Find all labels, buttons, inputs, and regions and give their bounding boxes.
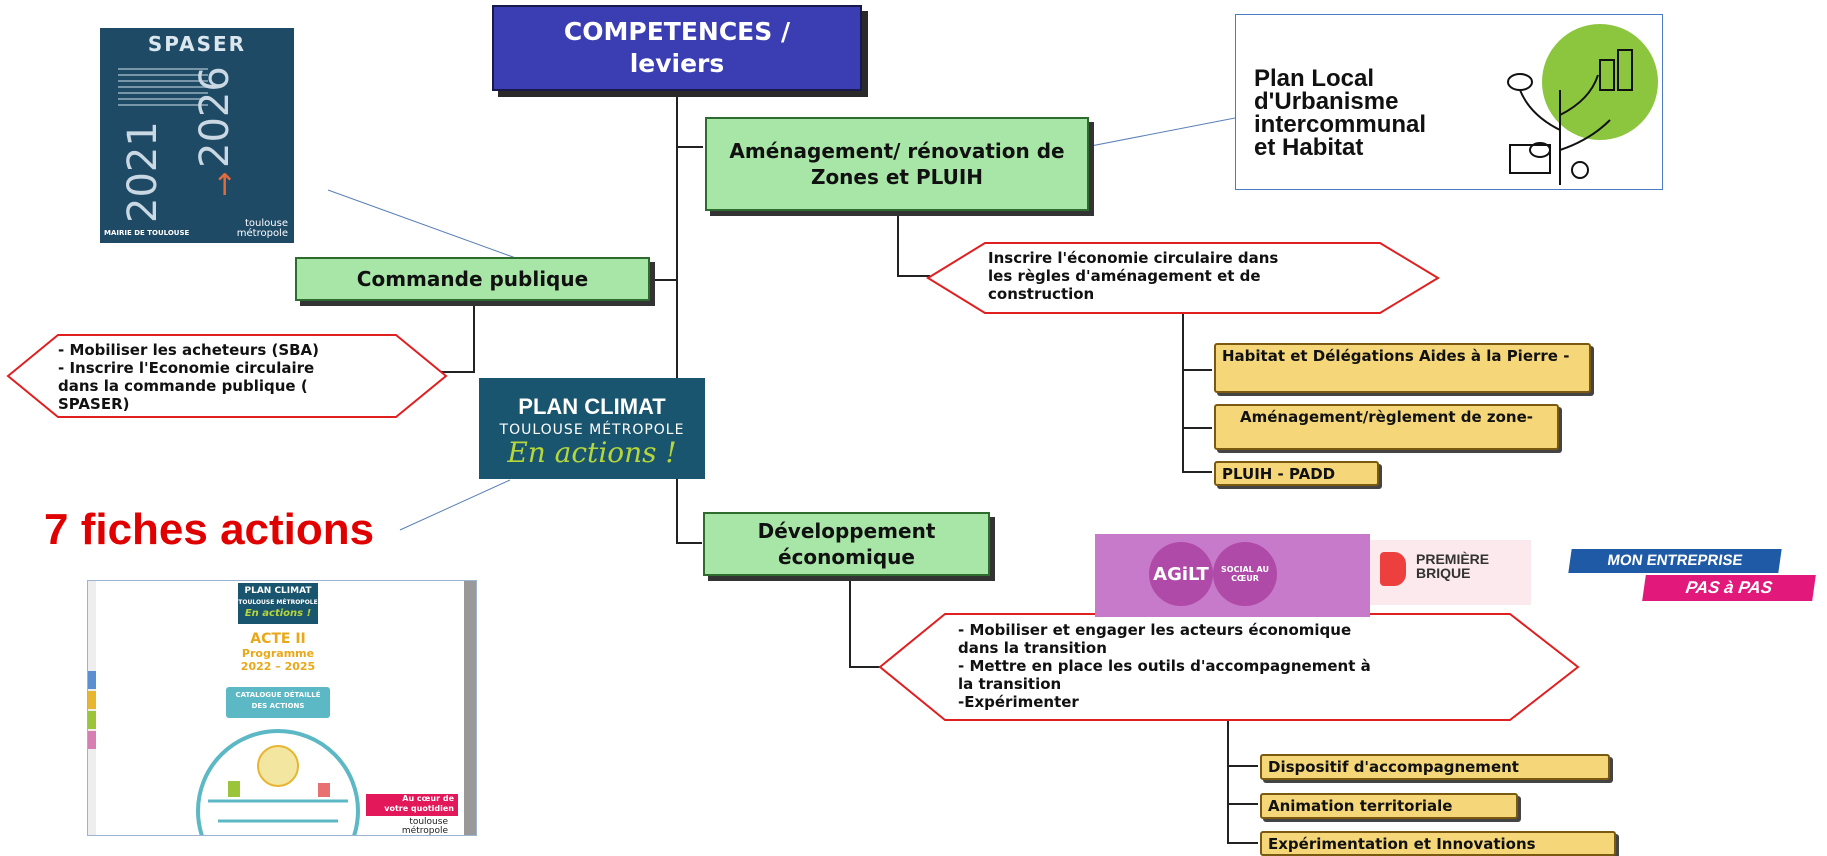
leaf-label: PLUIH - PADD xyxy=(1222,465,1336,483)
catalog-tag: Au cœur de votre quotidien xyxy=(366,794,458,816)
premiere-text: PREMIÈRE BRIQUE xyxy=(1416,552,1489,580)
leaf-label: Dispositif d'accompagnement xyxy=(1268,758,1519,776)
catalog-top2: TOULOUSE MÉTROPOLE xyxy=(238,599,318,606)
hex-line: la transition xyxy=(958,675,1062,693)
hextext-developpement: - Mobiliser et engager les acteurs écono… xyxy=(958,621,1498,711)
plu-text: Plan Local d'Urbanisme intercommunal et … xyxy=(1254,65,1427,161)
line-amenagement-hex xyxy=(897,213,930,277)
catalog-band2: DES ACTIONS xyxy=(251,702,305,710)
plu-line: intercommunal xyxy=(1254,111,1427,138)
premiere-line1: PREMIÈRE xyxy=(1416,551,1490,567)
planclimat-line2: TOULOUSE MÉTROPOLE xyxy=(499,422,685,438)
branch-amenagement-label: Aménagement/ rénovation de Zones et PLUI… xyxy=(729,139,1065,189)
hex-line: dans la transition xyxy=(958,639,1107,657)
root-line2: leviers xyxy=(629,49,725,78)
spaser-title: SPASER xyxy=(147,32,247,56)
hexagon-amenagement xyxy=(926,242,1440,314)
trunk-line xyxy=(676,91,702,544)
thin-line-planclimat xyxy=(399,479,511,531)
hextext-amenagement: Inscrire l'économie circulaire dans les … xyxy=(988,249,1378,303)
catalog-band: CATALOGUE DÉTAILLÉ DES ACTIONS xyxy=(226,687,330,718)
root-node: COMPETENCES / leviers xyxy=(492,5,862,91)
leaf-animation: Animation territoriale xyxy=(1260,793,1518,819)
root-line1: COMPETENCES / xyxy=(563,17,791,46)
planclimat-line1: PLAN CLIMAT xyxy=(518,394,666,419)
plu-logo-image: Plan Local d'Urbanisme intercommunal et … xyxy=(1235,14,1663,190)
leaf-experimentation: Expérimentation et Innovations xyxy=(1260,831,1616,856)
leaf-dispositif: Dispositif d'accompagnement xyxy=(1260,754,1610,780)
hexagon-developpement xyxy=(878,613,1580,721)
leaf-amenagement-reglement: Aménagement/règlement de zone- xyxy=(1214,404,1559,450)
hex-line: dans la commande publique ( xyxy=(58,377,308,395)
premiere-line2: BRIQUE xyxy=(1416,565,1471,581)
catalog-years: 2022 – 2025 xyxy=(240,660,316,673)
spaser-footer-right: toulouse métropole xyxy=(236,218,288,239)
plu-line: et Habitat xyxy=(1254,134,1364,161)
mon-entreprise-logo-image: MON ENTREPRISE PAS à PAS xyxy=(1568,545,1820,603)
catalog-programme-label: Programme xyxy=(241,647,315,660)
spaser-footer-left: MAIRIE DE TOULOUSE xyxy=(104,229,190,237)
plan-climat-logo-image: PLAN CLIMAT TOULOUSE MÉTROPOLE En action… xyxy=(479,378,705,479)
spaser-cover-image: SPASER 2021 2026 ↑ MAIRIE DE TOULOUSE to… xyxy=(100,28,294,243)
leaf-label: Expérimentation et Innovations xyxy=(1268,835,1536,853)
hex-line: - Inscrire l'Economie circulaire xyxy=(58,359,315,377)
leaf-label: Animation territoriale xyxy=(1268,797,1453,815)
leaf-habitat: Habitat et Délégations Aides à la Pierre… xyxy=(1214,343,1591,393)
spaser-year-b: 2026 xyxy=(192,66,238,168)
thin-line-spaser xyxy=(327,189,536,266)
agilt-logo-image: AGiLT SOCIAL AU CŒUR xyxy=(1095,534,1370,617)
leaf-label: Habitat et Délégations Aides à la Pierre… xyxy=(1222,347,1570,365)
catalog-top1: PLAN CLIMAT xyxy=(244,586,312,596)
leaf-label: Aménagement/règlement de zone- xyxy=(1240,408,1533,426)
line-developpement-leaves xyxy=(1227,720,1258,844)
branch-commande-label: Commande publique xyxy=(356,267,589,291)
hex-line: construction xyxy=(988,285,1095,303)
arrow-up-icon: ↑ xyxy=(212,168,238,203)
hex-line: - Mobiliser les acheteurs (SBA) xyxy=(58,341,320,359)
leaf-pluih-padd: PLUIH - PADD xyxy=(1214,461,1379,486)
agilt-label: AGiLT xyxy=(1149,542,1213,606)
hex-line: - Mettre en place les outils d'accompagn… xyxy=(958,657,1371,675)
catalog-cover-image: PLAN CLIMAT TOULOUSE MÉTROPOLE En action… xyxy=(87,580,477,836)
line-commande-hex xyxy=(440,305,475,373)
plu-line: Plan Local xyxy=(1254,65,1375,92)
line-amenagement-leaves xyxy=(1182,313,1212,473)
catalog-header: PLAN CLIMAT TOULOUSE MÉTROPOLE En action… xyxy=(238,583,318,624)
hexagon-commande xyxy=(6,334,448,418)
spaser-year-a: 2021 xyxy=(120,121,166,223)
catalog-acte: ACTE II xyxy=(250,631,306,647)
catalog-brand: toulouse métropole xyxy=(401,817,448,836)
plu-tree-illustration xyxy=(1507,24,1658,185)
plu-line: d'Urbanisme xyxy=(1254,88,1399,115)
branch-developpement: Développement économique xyxy=(703,512,990,576)
spaser-small-text-block xyxy=(118,68,208,108)
planclimat-line3: En actions ! xyxy=(507,436,677,469)
branch-developpement-label: Développement économique xyxy=(757,519,936,569)
hex-line: - Mobiliser et engager les acteurs écono… xyxy=(958,621,1352,639)
agilt-badge: SOCIAL AU CŒUR xyxy=(1213,542,1277,606)
line-developpement-hex xyxy=(849,580,882,668)
catalog-illustration xyxy=(196,729,360,835)
hex-line: SPASER) xyxy=(58,395,130,413)
monent-line1: MON ENTREPRISE xyxy=(1568,549,1782,573)
brick-icon xyxy=(1380,552,1406,586)
hex-line: -Expérimenter xyxy=(958,693,1079,711)
catalog-programme: ACTE II Programme 2022 – 2025 xyxy=(228,631,328,673)
catalog-script: En actions ! xyxy=(244,608,312,619)
hex-line: Inscrire l'économie circulaire dans xyxy=(988,249,1279,267)
catalog-tag1: Au cœur de xyxy=(402,794,454,803)
thin-line-plu xyxy=(1059,117,1236,153)
monent-line2: PAS à PAS xyxy=(1642,575,1816,601)
hex-line: les règles d'aménagement et de xyxy=(988,267,1261,285)
fiches-label: 7 fiches actions xyxy=(44,505,375,554)
branch-amenagement: Aménagement/ rénovation de Zones et PLUI… xyxy=(705,117,1089,211)
catalog-tag2: votre quotidien xyxy=(384,804,454,813)
catalog-band1: CATALOGUE DÉTAILLÉ xyxy=(235,691,321,699)
hextext-commande: - Mobiliser les acheteurs (SBA) - Inscri… xyxy=(58,341,398,413)
premiere-brique-logo-image: PREMIÈRE BRIQUE xyxy=(1370,540,1531,605)
branch-commande: Commande publique xyxy=(295,257,650,301)
